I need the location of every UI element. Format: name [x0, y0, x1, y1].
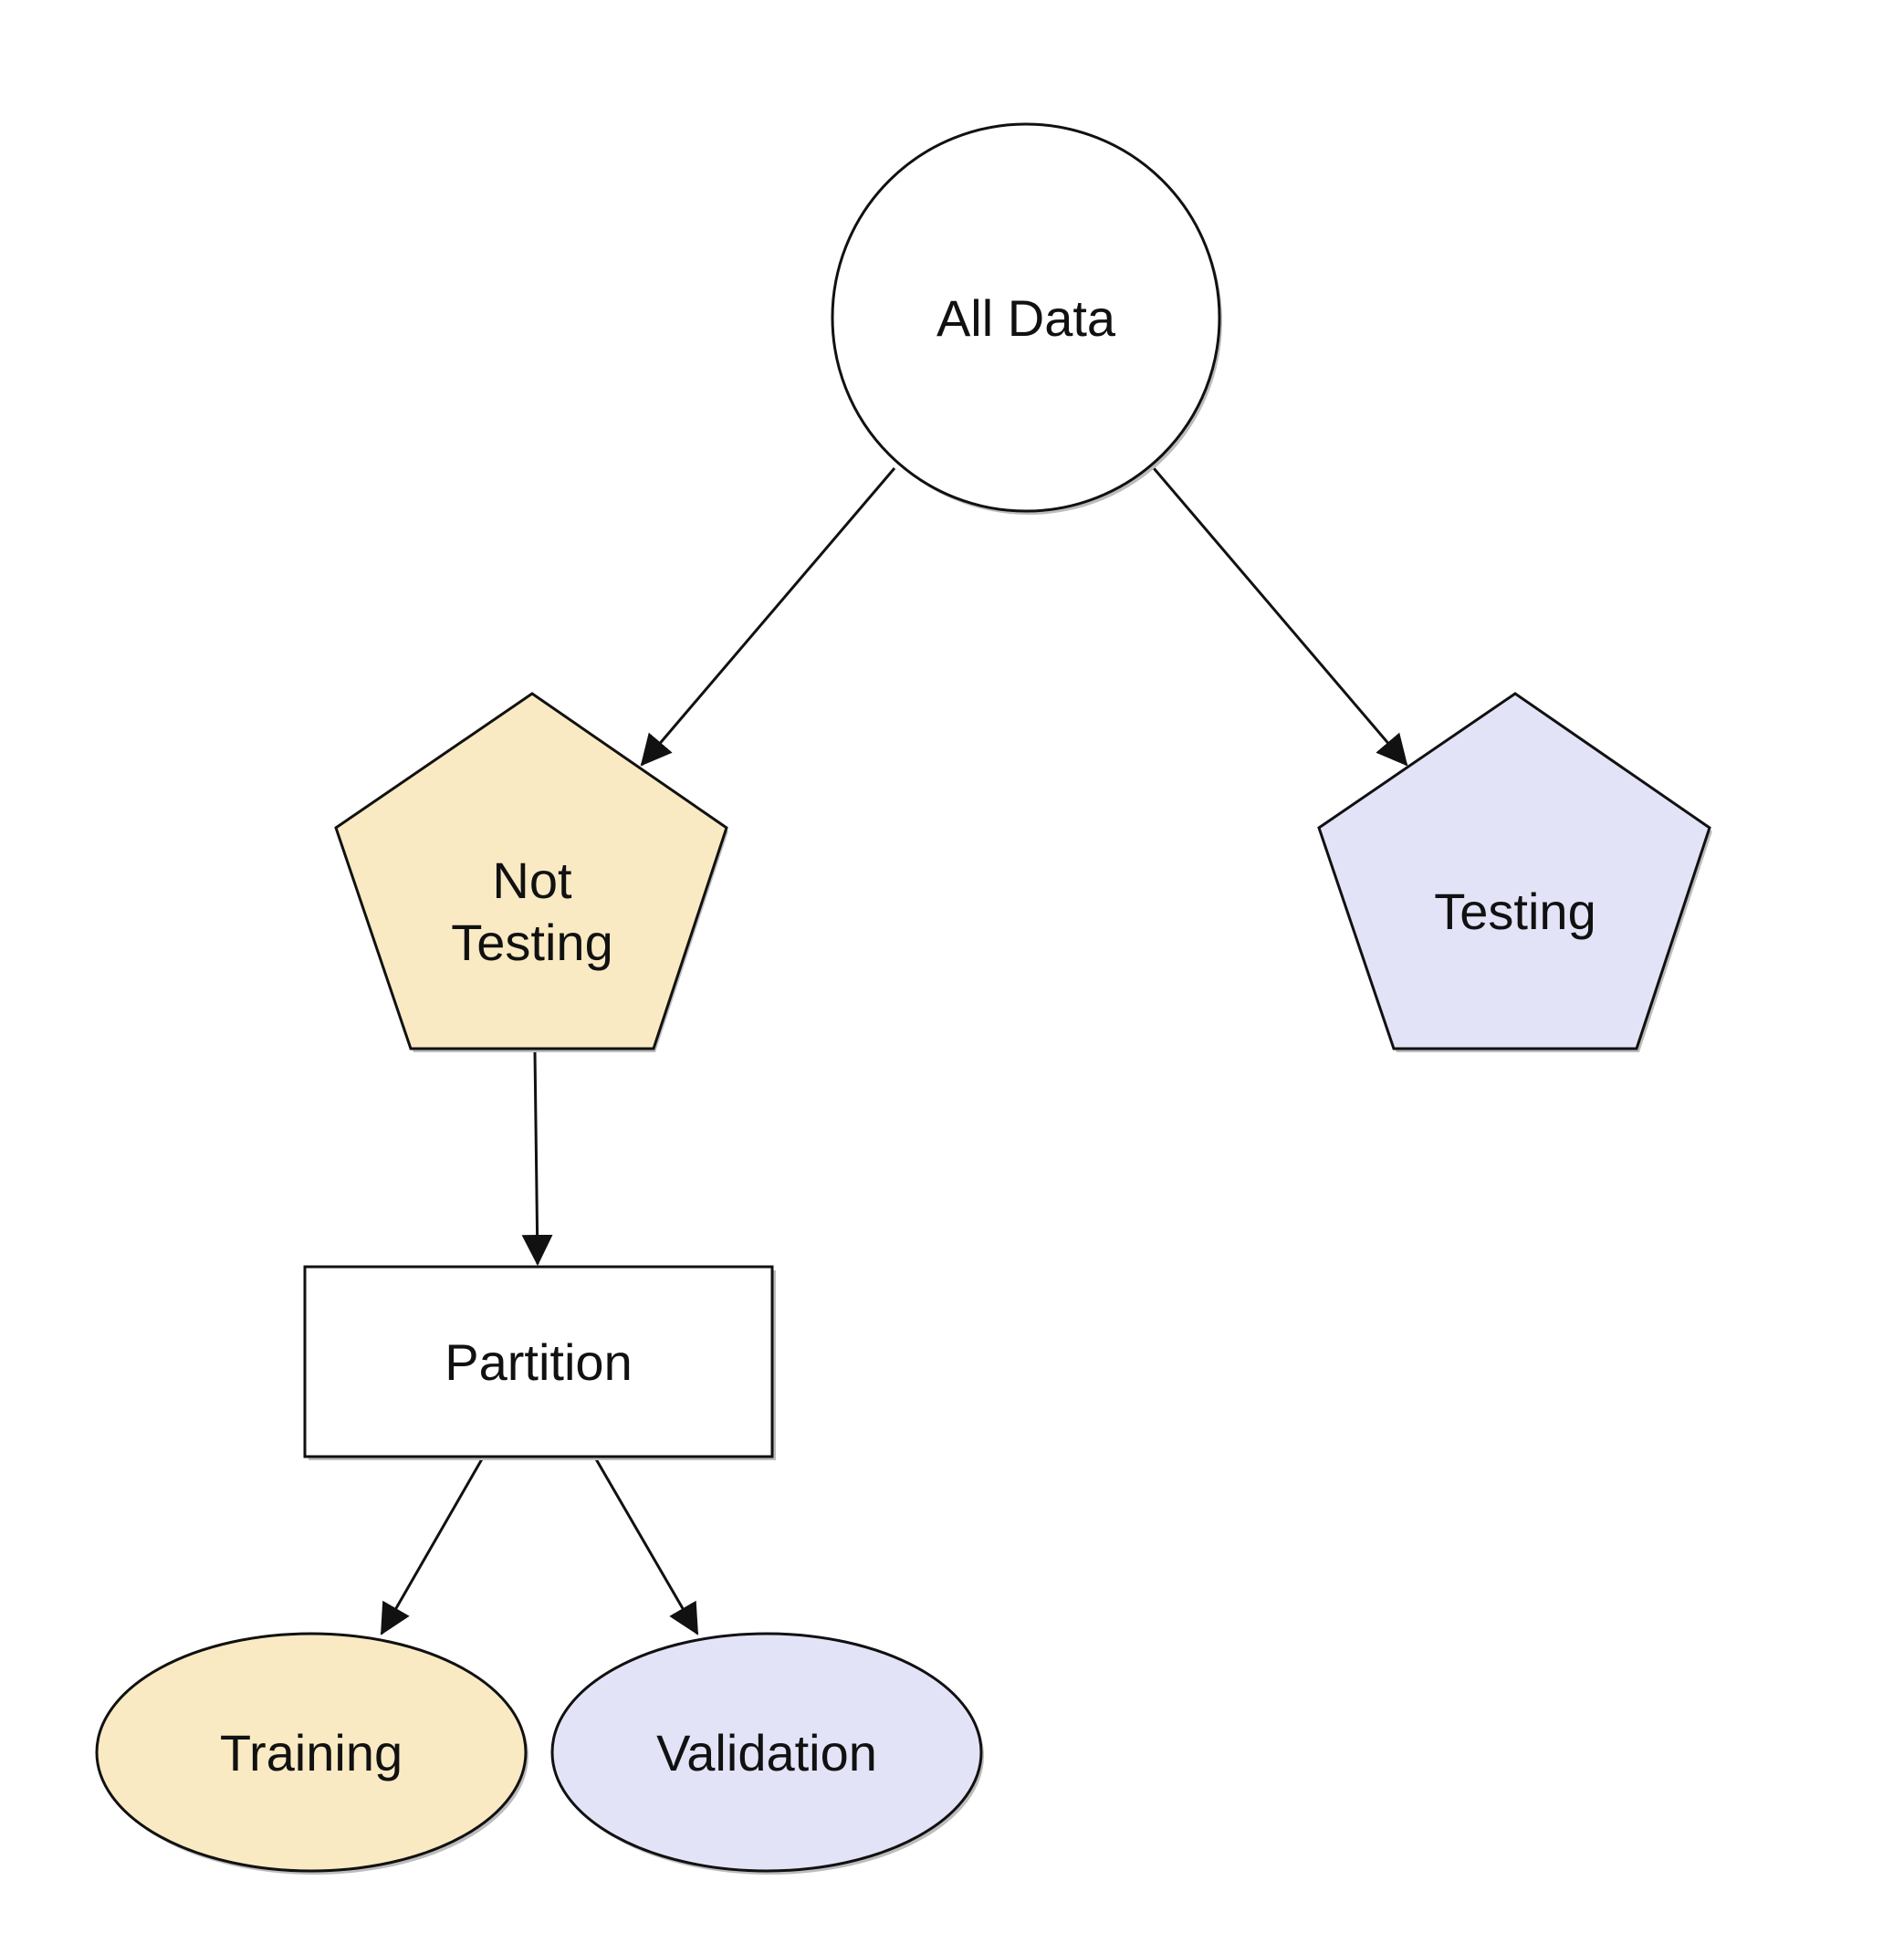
node-validation: Validation: [550, 1632, 984, 1875]
node-all-data: All Data: [831, 122, 1222, 515]
partition-label: Partition: [445, 1333, 632, 1391]
testing-shape: [1317, 692, 1711, 1050]
not-testing-label-line2: Testing: [451, 914, 612, 971]
node-not-testing: Not Testing: [334, 692, 728, 1052]
training-label: Training: [220, 1724, 403, 1782]
edge-nottesting-to-partition: [521, 1050, 553, 1266]
testing-label: Testing: [1434, 883, 1595, 940]
not-testing-shape: [334, 692, 728, 1050]
partition-shape: [303, 1265, 774, 1458]
not-testing-label-line1: Not: [492, 852, 572, 909]
training-shape: [95, 1632, 528, 1873]
edge-alldata-to-nottesting: [640, 467, 896, 767]
validation-shape: [550, 1632, 983, 1873]
validation-label: Validation: [656, 1724, 877, 1782]
all-data-shape: [831, 122, 1221, 513]
edge-partition-to-validation: [593, 1457, 699, 1635]
all-data-label: All Data: [936, 289, 1116, 347]
node-testing: Testing: [1317, 692, 1712, 1052]
edge-partition-to-training: [380, 1457, 485, 1635]
edge-alldata-to-testing: [1152, 467, 1408, 767]
node-partition: Partition: [303, 1265, 776, 1460]
node-training: Training: [95, 1632, 528, 1875]
